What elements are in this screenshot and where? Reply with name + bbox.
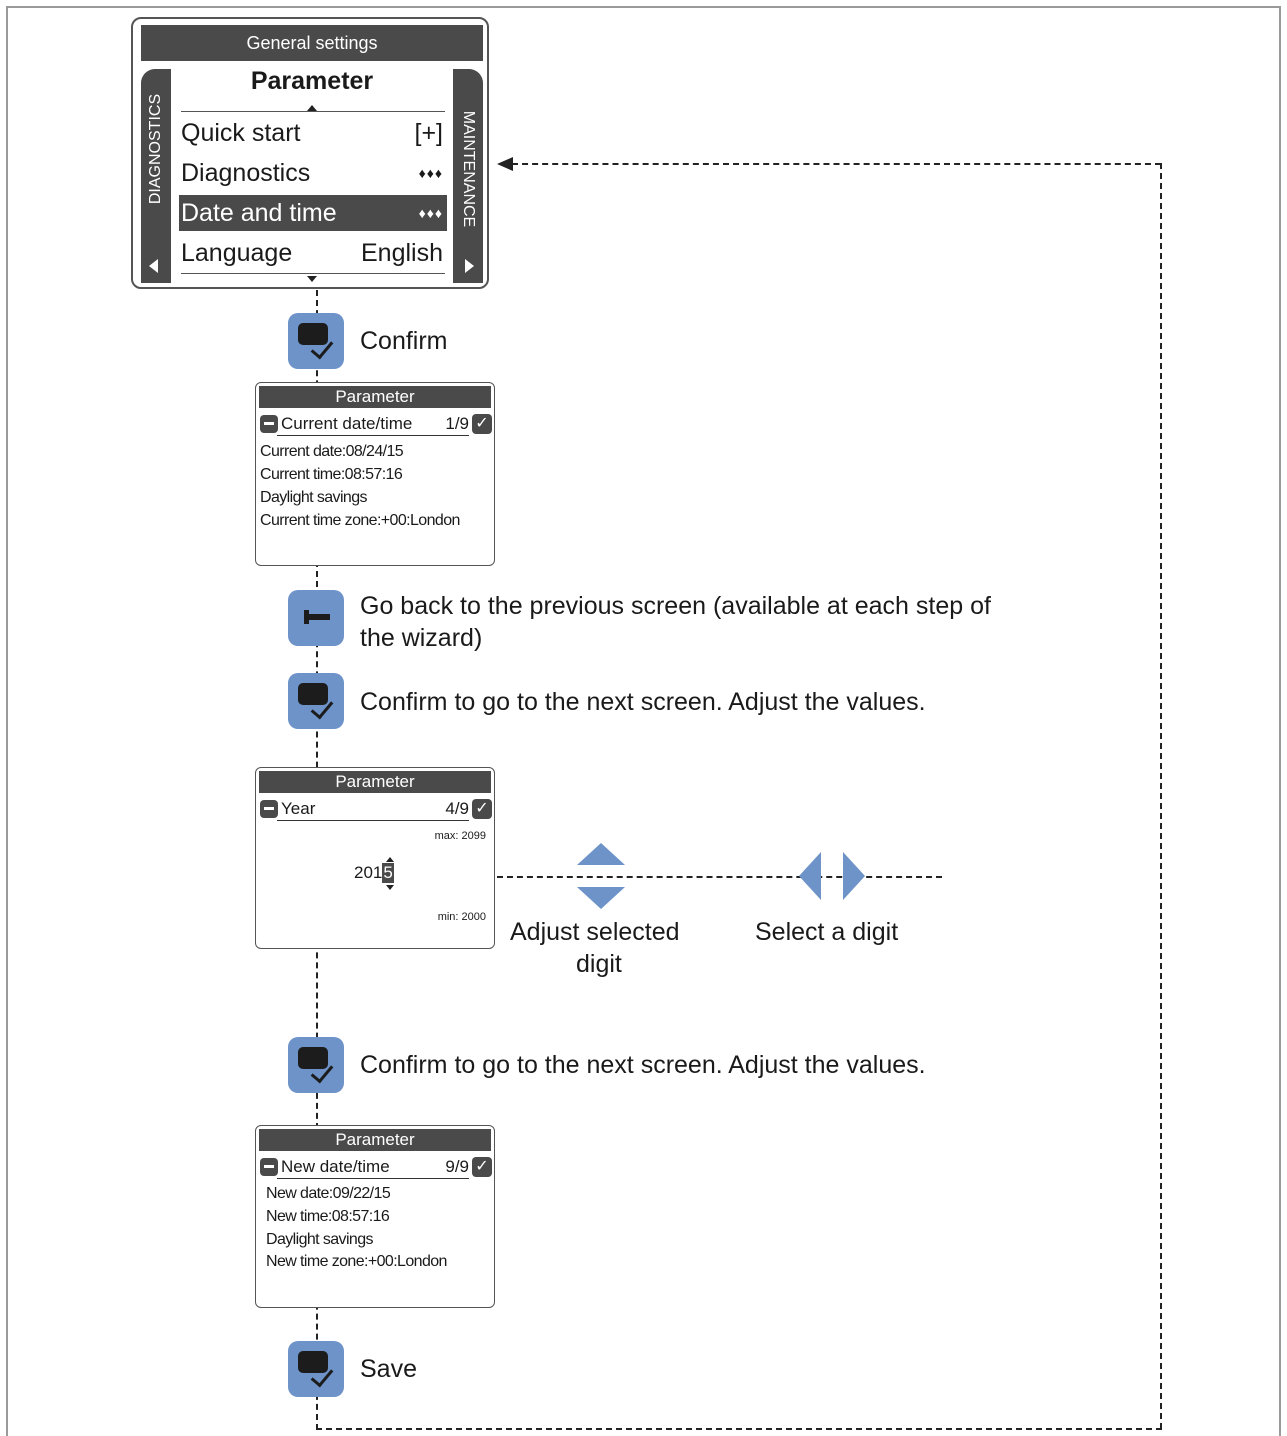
menu-heading: Parameter	[250, 67, 374, 95]
header-label: Current date/time	[281, 414, 413, 433]
right-arrow-icon	[465, 259, 474, 273]
current-date-time-screen: Parameter Current date/time 1/9 ✓ Curren…	[255, 382, 495, 566]
confirm-next-button[interactable]	[288, 673, 344, 729]
save-caption: Save	[360, 1355, 417, 1383]
step-counter: 1/9	[445, 414, 469, 433]
menu-item-diagnostics[interactable]: Diagnostics ♦♦♦	[179, 155, 447, 191]
divider	[181, 111, 445, 112]
return-arrowhead-icon	[497, 157, 513, 171]
screen-title: General settings	[141, 25, 483, 61]
more-icon: ♦♦♦	[418, 205, 443, 221]
digit-down-icon	[386, 885, 394, 890]
message-icon	[298, 1351, 328, 1373]
selected-digit[interactable]: 5	[382, 863, 394, 883]
menu-item-quick-start[interactable]: Quick start [+]	[179, 115, 447, 151]
menu-item-label: Diagnostics	[181, 159, 311, 187]
time-zone-line: New time zone:+00:London	[266, 1253, 447, 1270]
menu-item-label: Quick start	[181, 119, 301, 147]
divider	[277, 1178, 469, 1179]
screen-header: Current date/time 1/9 ✓	[259, 413, 493, 436]
step-counter: 4/9	[445, 799, 469, 818]
menu-item-value: English	[361, 239, 443, 267]
ok-check-icon[interactable]: ✓	[472, 1157, 492, 1177]
down-arrow-icon[interactable]	[577, 887, 625, 909]
left-arrow-icon	[149, 259, 158, 273]
diagnostics-tab-label: DIAGNOSTICS	[147, 93, 164, 205]
back-icon[interactable]	[260, 800, 278, 818]
scroll-down-icon	[307, 276, 317, 282]
confirm-button[interactable]	[288, 313, 344, 369]
maintenance-tab-label: MAINTENANCE	[460, 110, 477, 228]
adjust-digit-caption-2: digit	[576, 950, 622, 978]
right-arrow-icon[interactable]	[843, 852, 865, 900]
new-time-line: New time:08:57:16	[266, 1208, 390, 1225]
menu-item-label: Date and time	[181, 199, 337, 227]
go-back-caption-2: the wizard)	[360, 624, 483, 652]
divider	[181, 273, 445, 274]
header-label: New date/time	[281, 1157, 390, 1176]
adjust-digit-caption: Adjust selected	[510, 918, 680, 946]
flow-line-return	[1160, 163, 1162, 1429]
outer-frame	[6, 6, 1281, 1436]
screen-header: Year 4/9 ✓	[259, 798, 493, 821]
new-date-time-screen: Parameter New date/time 9/9 ✓ New date:0…	[255, 1125, 495, 1308]
year-screen: Parameter Year 4/9 ✓ max: 2099 2015 min:…	[255, 767, 495, 949]
message-icon	[298, 683, 328, 705]
header-label: Year	[281, 799, 316, 818]
flow-line-top	[512, 163, 1161, 165]
screen-title: Parameter	[259, 386, 491, 408]
year-value[interactable]: 2015	[354, 863, 394, 883]
confirm-next-caption: Confirm to go to the next screen. Adjust…	[360, 688, 926, 716]
go-back-caption: Go back to the previous screen (availabl…	[360, 592, 991, 620]
back-icon[interactable]	[260, 1158, 278, 1176]
scroll-up-icon	[307, 105, 317, 111]
current-date-line: Current date:08/24/15	[260, 443, 404, 460]
min-value: min: 2000	[437, 911, 486, 923]
confirm-next-button-2[interactable]	[288, 1037, 344, 1093]
menu-item-language[interactable]: Language English	[179, 235, 447, 271]
divider	[277, 435, 469, 436]
save-button[interactable]	[288, 1341, 344, 1397]
diagnostics-tab[interactable]: DIAGNOSTICS	[141, 69, 171, 283]
ok-check-icon[interactable]: ✓	[472, 799, 492, 819]
adjust-dashed-line	[497, 876, 942, 878]
general-settings-screen: General settings DIAGNOSTICS MAINTENANCE…	[131, 17, 489, 289]
daylight-savings-line: Daylight savings	[260, 489, 368, 506]
divider	[277, 820, 469, 821]
digit-up-icon	[386, 857, 394, 862]
more-icon: ♦♦♦	[418, 165, 443, 181]
confirm-next-caption-2: Confirm to go to the next screen. Adjust…	[360, 1051, 926, 1079]
screen-title: Parameter	[259, 1129, 491, 1151]
menu-item-label: Language	[181, 239, 293, 267]
max-value: max: 2099	[434, 830, 486, 842]
time-zone-line: Current time zone:+00:London	[260, 512, 460, 529]
current-time-line: Current time:08:57:16	[260, 466, 403, 483]
screen-header: New date/time 9/9 ✓	[259, 1156, 493, 1179]
screen-title: Parameter	[259, 771, 491, 793]
back-button[interactable]	[288, 590, 344, 646]
back-arrow-bar	[304, 614, 330, 620]
year-prefix: 201	[354, 863, 383, 882]
select-digit-caption: Select a digit	[755, 918, 899, 946]
message-icon	[298, 1047, 328, 1069]
ok-check-icon[interactable]: ✓	[472, 414, 492, 434]
message-icon	[298, 323, 328, 345]
maintenance-tab[interactable]: MAINTENANCE	[453, 69, 483, 283]
confirm-caption: Confirm	[360, 327, 448, 355]
back-icon[interactable]	[260, 415, 278, 433]
up-arrow-icon[interactable]	[577, 843, 625, 865]
flow-line-bottom	[316, 1428, 1162, 1430]
daylight-savings-line: Daylight savings	[266, 1231, 374, 1248]
left-arrow-icon[interactable]	[799, 852, 821, 900]
step-counter: 9/9	[445, 1157, 469, 1176]
menu-item-date-and-time[interactable]: Date and time ♦♦♦	[179, 195, 447, 231]
menu-item-value: [+]	[414, 119, 444, 147]
new-date-line: New date:09/22/15	[266, 1185, 391, 1202]
